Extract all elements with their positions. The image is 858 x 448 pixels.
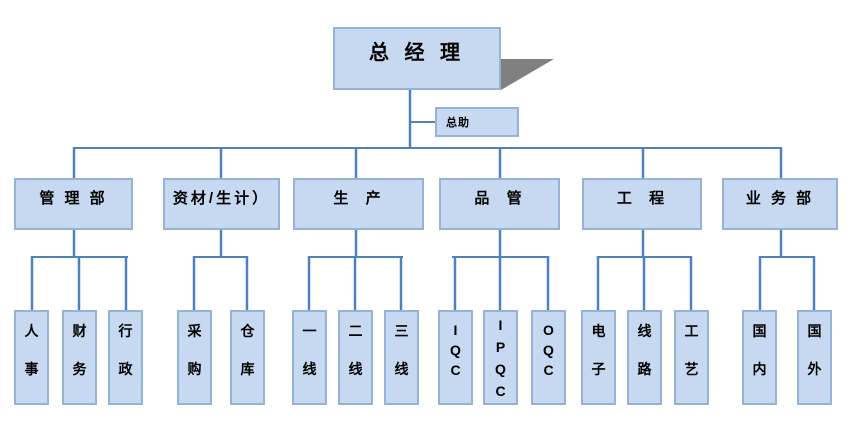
sub-label: 线路 — [637, 322, 652, 377]
node-process[interactable]: 工艺 — [674, 310, 709, 405]
sub-label: 三线 — [394, 322, 409, 377]
node-electronics[interactable]: 电子 — [581, 310, 616, 405]
node-purchasing[interactable]: 采购 — [177, 310, 212, 405]
node-finance[interactable]: 财务 — [62, 310, 97, 405]
dept-label: 品 管 — [474, 189, 525, 207]
general-manager-label: 总 经 理 — [368, 42, 466, 64]
sub-label: 一线 — [302, 322, 317, 377]
sub-label: 电子 — [591, 322, 606, 377]
sub-label: 人事 — [24, 322, 39, 377]
shadow-triangle — [501, 59, 554, 90]
node-production-dept[interactable]: 生 产 — [293, 178, 424, 230]
node-domestic[interactable]: 国内 — [742, 310, 777, 405]
node-hr[interactable]: 人事 — [14, 310, 49, 405]
sub-label: 财务 — [72, 322, 87, 377]
node-engineering-dept[interactable]: 工 程 — [582, 178, 702, 230]
node-line-1[interactable]: 一线 — [292, 310, 327, 405]
node-management-dept[interactable]: 管 理 部 — [14, 178, 133, 230]
node-admin[interactable]: 行政 — [108, 310, 143, 405]
sub-label: 国内 — [752, 322, 767, 377]
dept-label: 工 程 — [616, 189, 668, 207]
sub-label: 二线 — [348, 322, 363, 377]
node-quality-dept[interactable]: 品 管 — [439, 178, 560, 230]
node-business-dept[interactable]: 业 务 部 — [722, 178, 838, 230]
node-materials-dept[interactable]: 资材/生计） — [163, 178, 280, 230]
sub-label: 采购 — [187, 322, 202, 377]
node-warehouse[interactable]: 仓库 — [230, 310, 265, 405]
node-line-2[interactable]: 二线 — [338, 310, 373, 405]
node-circuit[interactable]: 线路 — [627, 310, 662, 405]
node-general-manager[interactable]: 总 经 理 — [333, 27, 501, 90]
assistant-label: 总助 — [446, 117, 470, 129]
sub-label: 行政 — [118, 322, 133, 377]
node-line-3[interactable]: 三线 — [384, 310, 419, 405]
dept-label: 管 理 部 — [39, 189, 108, 207]
node-assistant[interactable]: 总助 — [435, 107, 519, 137]
sub-label: 工艺 — [684, 322, 699, 377]
dept-label: 业 务 部 — [745, 189, 815, 207]
dept-label: 资材/生计） — [172, 189, 271, 207]
dept-label: 生 产 — [333, 189, 384, 207]
sub-label: 仓库 — [240, 322, 255, 377]
node-overseas[interactable]: 国外 — [797, 310, 832, 405]
sub-label: 国外 — [807, 322, 822, 377]
